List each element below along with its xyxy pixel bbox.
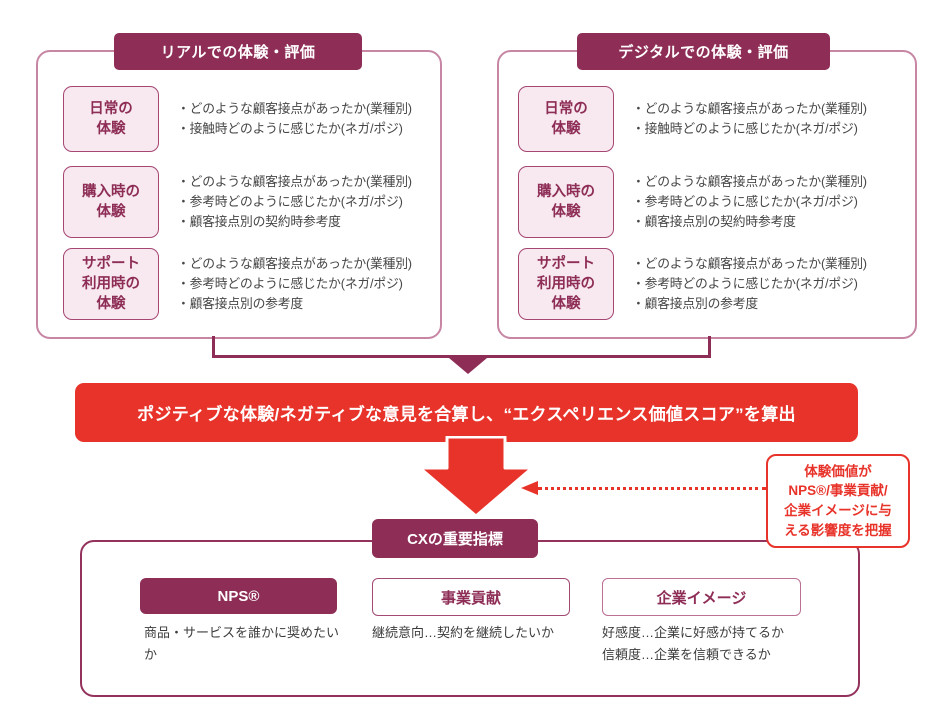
bullet-item: ・顧客接点別の契約時参考度 xyxy=(632,214,796,229)
metric-description-image: 好感度…企業に好感が持てるか 信頼度…企業を信頼できるか xyxy=(602,625,785,663)
metric-label-business: 事業貢献 xyxy=(440,589,501,607)
bullet-item: ・接触時どのように感じたか(ネガ/ポジ) xyxy=(177,121,403,136)
annotation-note: 体験価値が NPS®/事業貢献/ 企業イメージに与 える影響度を把握 xyxy=(766,454,910,548)
real-row-support: サポート 利用時の 体験 ・どのような顧客接点があったか(業種別) ・参考時どの… xyxy=(63,248,435,320)
metric-label-image: 企業イメージ xyxy=(656,589,747,607)
bullet-item: ・参考時どのように感じたか(ネガ/ポジ) xyxy=(177,194,403,209)
metric-box-corporate-image: 企業イメージ xyxy=(602,578,801,616)
daily-bullets: ・どのような顧客接点があったか(業種別) ・接触時どのように感じたか(ネガ/ポジ… xyxy=(177,99,412,139)
metric-box-nps: NPS® xyxy=(140,578,337,614)
annotation-text: 体験価値が NPS®/事業貢献/ 企業イメージに与 える影響度を把握 xyxy=(784,463,892,538)
connector-horizontal-line xyxy=(212,355,711,358)
bullet-item: ・どのような顧客接点があったか(業種別) xyxy=(177,256,412,271)
metric-description-business: 継続意向…契約を継続したいか xyxy=(372,625,555,640)
support-experience-box: サポート 利用時の 体験 xyxy=(63,248,159,320)
bullet-item: ・参考時どのように感じたか(ネガ/ポジ) xyxy=(177,276,403,291)
purchase-experience-box: 購入時の 体験 xyxy=(63,166,159,238)
cx-panel-title: CXの重要指標 xyxy=(407,531,503,548)
digital-row-support: サポート 利用時の 体験 ・どのような顧客接点があったか(業種別) ・参考時どの… xyxy=(518,248,916,320)
digital-panel-title: デジタルでの体験・評価 xyxy=(618,44,789,61)
digital-row-daily: 日常の 体験 ・どのような顧客接点があったか(業種別) ・接触時どのように感じた… xyxy=(518,86,916,152)
bullet-item: ・参考時どのように感じたか(ネガ/ポジ) xyxy=(632,194,858,209)
real-row-purchase: 購入時の 体験 ・どのような顧客接点があったか(業種別) ・参考時どのように感じ… xyxy=(63,166,435,238)
bullet-item: ・どのような顧客接点があったか(業種別) xyxy=(632,174,867,189)
purchase-bullets: ・どのような顧客接点があったか(業種別) ・参考時どのように感じたか(ネガ/ポジ… xyxy=(177,172,412,232)
daily-experience-box: 日常の 体験 xyxy=(518,86,614,152)
real-row-daily: 日常の 体験 ・どのような顧客接点があったか(業種別) ・接触時どのように感じた… xyxy=(63,86,435,152)
metric-box-business-contribution: 事業貢献 xyxy=(372,578,570,616)
score-banner: ポジティブな体験/ネガティブな意見を合算し、“エクスペリエンス価値スコア”を算出 xyxy=(75,383,858,442)
connector-right-line xyxy=(708,336,711,358)
dotted-arrow-line xyxy=(538,487,766,490)
connector-down-arrow-icon xyxy=(449,358,487,374)
cx-metrics-panel xyxy=(80,540,860,697)
big-down-arrow-icon xyxy=(418,436,534,518)
support-experience-box: サポート 利用時の 体験 xyxy=(518,248,614,320)
connector-left-line xyxy=(212,336,215,358)
bullet-item: ・どのような顧客接点があったか(業種別) xyxy=(177,174,412,189)
metric-label-nps: NPS® xyxy=(217,587,260,605)
real-panel-title-tab: リアルでの体験・評価 xyxy=(114,33,362,70)
bullet-item: ・顧客接点別の契約時参考度 xyxy=(177,214,341,229)
real-panel-title: リアルでの体験・評価 xyxy=(160,44,316,61)
bullet-item: ・どのような顧客接点があったか(業種別) xyxy=(177,101,412,116)
daily-experience-box: 日常の 体験 xyxy=(63,86,159,152)
purchase-bullets: ・どのような顧客接点があったか(業種別) ・参考時どのように感じたか(ネガ/ポジ… xyxy=(632,172,867,232)
support-bullets: ・どのような顧客接点があったか(業種別) ・参考時どのように感じたか(ネガ/ポジ… xyxy=(177,254,412,314)
cx-panel-title-tab: CXの重要指標 xyxy=(372,519,538,558)
bullet-item: ・どのような顧客接点があったか(業種別) xyxy=(632,101,867,116)
bullet-item: ・顧客接点別の参考度 xyxy=(632,296,758,311)
digital-panel-title-tab: デジタルでの体験・評価 xyxy=(577,33,830,70)
purchase-experience-box: 購入時の 体験 xyxy=(518,166,614,238)
bullet-item: ・どのような顧客接点があったか(業種別) xyxy=(632,256,867,271)
score-banner-text: ポジティブな体験/ネガティブな意見を合算し、“エクスペリエンス価値スコア”を算出 xyxy=(137,405,796,424)
dotted-arrow-head-icon xyxy=(521,481,538,495)
support-bullets: ・どのような顧客接点があったか(業種別) ・参考時どのように感じたか(ネガ/ポジ… xyxy=(632,254,867,314)
daily-bullets: ・どのような顧客接点があったか(業種別) ・接触時どのように感じたか(ネガ/ポジ… xyxy=(632,99,867,139)
bullet-item: ・接触時どのように感じたか(ネガ/ポジ) xyxy=(632,121,858,136)
bullet-item: ・参考時どのように感じたか(ネガ/ポジ) xyxy=(632,276,858,291)
metric-description-nps: 商品・サービスを誰かに奨めたいか xyxy=(144,625,340,663)
digital-row-purchase: 購入時の 体験 ・どのような顧客接点があったか(業種別) ・参考時どのように感じ… xyxy=(518,166,916,238)
bullet-item: ・顧客接点別の参考度 xyxy=(177,296,303,311)
